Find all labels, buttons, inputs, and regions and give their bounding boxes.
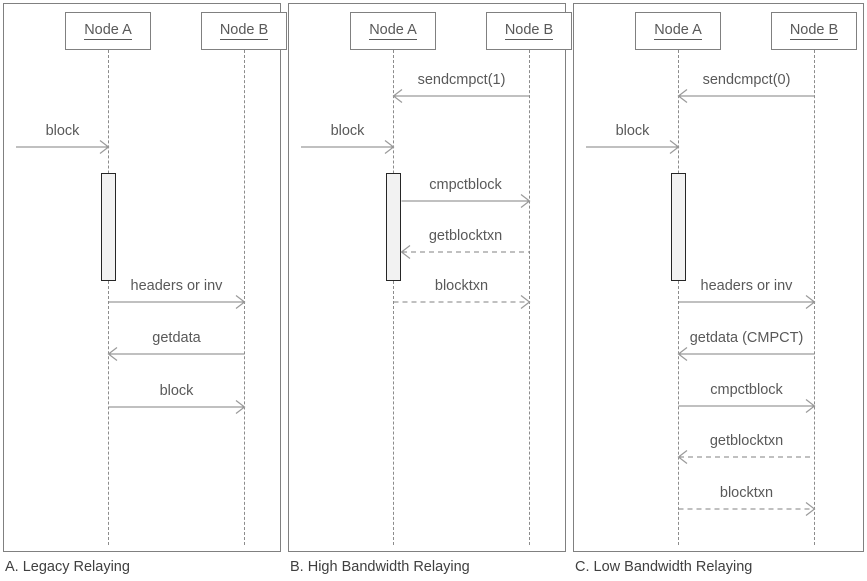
panel-a-message-headers-or-inv-label: headers or inv xyxy=(130,278,223,294)
panel-b-node-a-label: Node A xyxy=(369,22,417,41)
panel-b-node-a-lifeline xyxy=(393,50,394,545)
panel-c-message-getdata-cmpct: getdata (CMPCT) xyxy=(677,329,815,363)
panel-b-node-b-lifeline xyxy=(529,50,530,545)
panel-a-message-block-in: block xyxy=(16,122,110,156)
panel-b-message-cmpctblock: cmpctblock xyxy=(401,176,531,210)
caption-panel-c: C. Low Bandwidth Relaying xyxy=(575,559,753,575)
panel-a-activation-bar xyxy=(101,173,116,281)
panel-b-message-sendcmpct-label: sendcmpct(1) xyxy=(417,72,506,88)
panel-c-node-b-box: Node B xyxy=(771,12,857,50)
panel-c-node-b-lifeline xyxy=(814,50,815,545)
panel-legacy-relaying: Node A Node B block headers or inv ge xyxy=(3,3,287,552)
panel-a-node-a-lifeline xyxy=(108,50,109,545)
panel-b-node-b-box: Node B xyxy=(486,12,572,50)
panel-a-node-a-label: Node A xyxy=(84,22,132,41)
panel-b-message-block-in-label: block xyxy=(330,123,365,139)
panel-a-node-b-lifeline xyxy=(244,50,245,545)
panel-b-message-blocktxn: blocktxn xyxy=(393,277,531,311)
panel-high-bandwidth-relaying: Node A Node B sendcmpct(1) block cmpc xyxy=(288,3,572,552)
panel-b-activation-bar xyxy=(386,173,401,281)
panel-a-node-b-label: Node B xyxy=(219,22,269,41)
panel-a-message-getdata-label: getdata xyxy=(152,330,201,346)
panel-a-node-b-box: Node B xyxy=(201,12,287,50)
panel-c-node-a-label: Node A xyxy=(654,22,702,41)
panel-c-message-cmpctblock: cmpctblock xyxy=(678,381,816,415)
caption-panel-b: B. High Bandwidth Relaying xyxy=(290,559,470,575)
panel-b-message-getblocktxn: getblocktxn xyxy=(400,227,530,261)
panel-low-bandwidth-relaying: Node A Node B sendcmpct(0) block head xyxy=(573,3,864,552)
panel-c-message-getdata-cmpct-label: getdata (CMPCT) xyxy=(689,330,804,346)
panel-a-node-a-box: Node A xyxy=(65,12,151,50)
panel-b-node-b-label: Node B xyxy=(504,22,554,41)
panel-c-message-headers-or-inv-label: headers or inv xyxy=(700,278,793,294)
panel-c-node-a-lifeline xyxy=(678,50,679,545)
panel-c-message-headers-or-inv: headers or inv xyxy=(678,277,816,311)
panel-a-message-block-out-label: block xyxy=(159,383,194,399)
panel-a-message-block-out: block xyxy=(108,382,246,416)
panel-b-node-a-box: Node A xyxy=(350,12,436,50)
panel-c-message-blocktxn: blocktxn xyxy=(678,484,816,518)
panel-c-message-getblocktxn-label: getblocktxn xyxy=(709,433,784,449)
panel-b-message-blocktxn-label: blocktxn xyxy=(434,278,489,294)
panel-b-message-cmpctblock-label: cmpctblock xyxy=(429,177,502,193)
panel-b-message-getblocktxn-label: getblocktxn xyxy=(428,228,503,244)
panel-c-activation-bar xyxy=(671,173,686,281)
panel-a-message-block-in-label: block xyxy=(45,123,80,139)
panel-a-message-getdata: getdata xyxy=(107,329,245,363)
panel-b-message-sendcmpct: sendcmpct(1) xyxy=(392,71,530,105)
panel-c-node-b-label: Node B xyxy=(789,22,839,41)
panel-c-message-getblocktxn: getblocktxn xyxy=(677,432,815,466)
caption-panel-a: A. Legacy Relaying xyxy=(5,559,130,575)
panel-c-message-sendcmpct: sendcmpct(0) xyxy=(677,71,815,105)
panel-c-message-block-in-label: block xyxy=(615,123,650,139)
panel-c-message-sendcmpct-label: sendcmpct(0) xyxy=(702,72,791,88)
panel-c-message-block-in: block xyxy=(586,122,680,156)
panel-a-message-headers-or-inv: headers or inv xyxy=(108,277,246,311)
panel-c-message-cmpctblock-label: cmpctblock xyxy=(710,382,783,398)
panel-b-message-block-in: block xyxy=(301,122,395,156)
panel-c-message-blocktxn-label: blocktxn xyxy=(719,485,774,501)
panel-c-node-a-box: Node A xyxy=(635,12,721,50)
